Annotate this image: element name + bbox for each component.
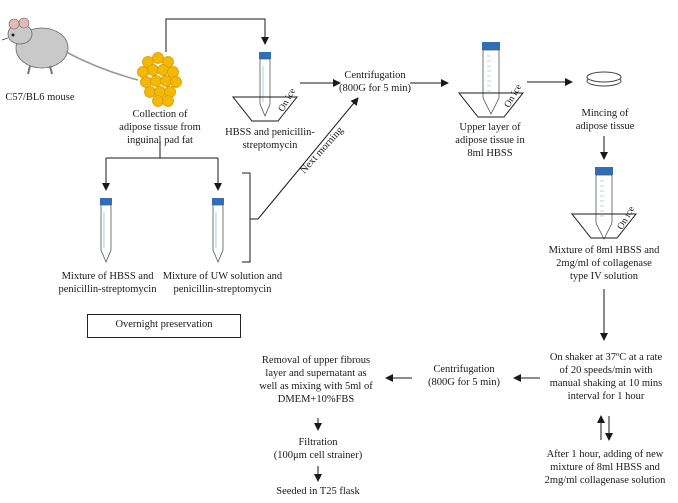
tube-hbss-mixture	[99, 197, 113, 263]
tube-uw-mixture	[211, 197, 225, 263]
arrow-next-morning	[257, 97, 359, 220]
adipose-tissue-cluster	[137, 52, 182, 107]
label-filtration: Filtration(100μm cell strainer)	[273, 437, 363, 461]
label-seeded: Seeded in T25 flask	[276, 486, 360, 497]
petri-dish-icon	[586, 71, 622, 87]
mouse-illustration	[1, 17, 139, 81]
arrow-cells-to-tube	[165, 18, 269, 52]
branch-collection	[105, 141, 219, 188]
label-hbss-tube: HBSS and penicillin-streptomycin	[225, 127, 315, 151]
bracket-overnight	[242, 172, 258, 263]
label-mouse: C57/BL6 mouse	[5, 92, 75, 103]
label-centrifugation-2: Centrifugation(800G for 5 min)	[427, 364, 501, 388]
overnight-preservation-box: Overnight preservation	[87, 314, 241, 338]
label-centrifugation-1: Centrifugation(800G for 5 min)	[338, 70, 412, 94]
